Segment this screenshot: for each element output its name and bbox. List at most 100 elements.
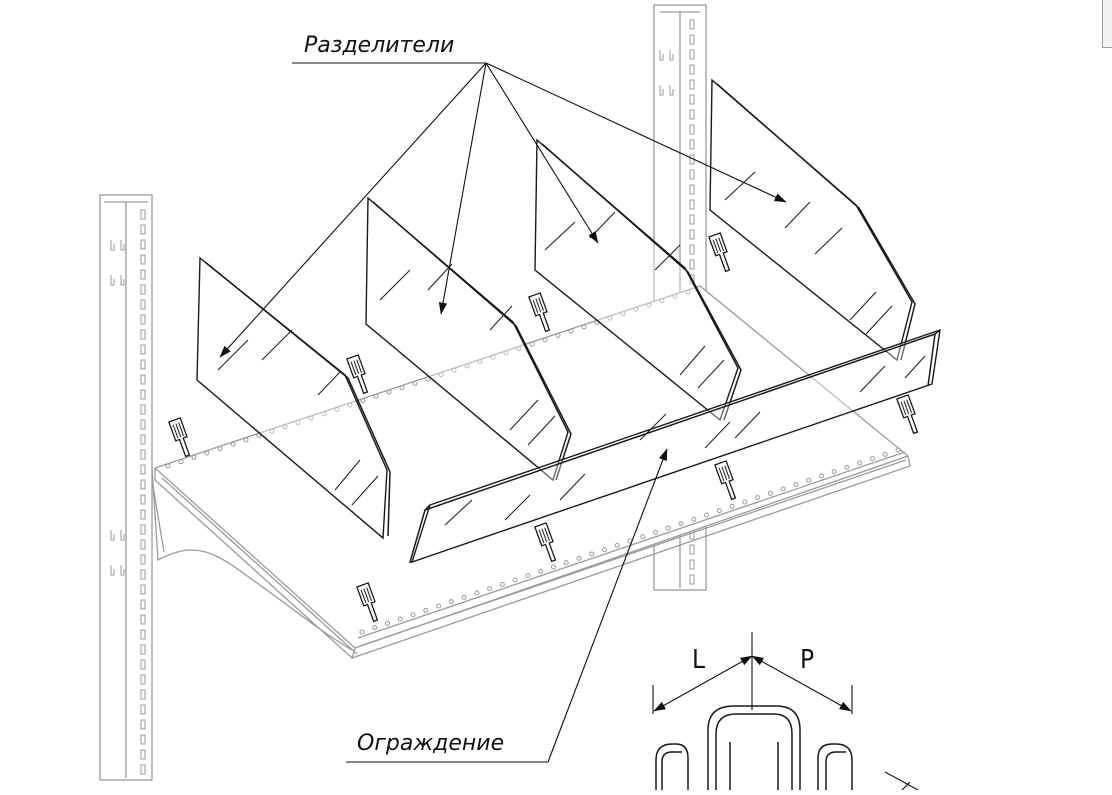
shelf-hole — [691, 516, 697, 522]
upright-hook — [110, 275, 115, 286]
divider-1 — [196, 256, 391, 540]
upright-slot — [140, 764, 146, 775]
upright-slot — [140, 254, 146, 265]
shelf-hole — [464, 363, 470, 369]
upright-slot — [140, 419, 146, 430]
shelf-hole — [678, 521, 684, 527]
upright-slot — [689, 559, 695, 570]
shelf-hole — [857, 460, 863, 466]
shelf-hole — [607, 315, 613, 321]
shelf-hole — [646, 302, 652, 308]
shelf-hole — [512, 577, 518, 583]
clip — [896, 394, 919, 435]
shelf-hole — [659, 298, 665, 304]
clip — [528, 292, 551, 333]
shelf-hole — [178, 459, 184, 465]
upright-slot — [689, 199, 695, 210]
upright-slot — [689, 19, 695, 30]
upright-slot — [689, 49, 695, 60]
upright-slot — [140, 449, 146, 460]
shelf-hole — [360, 398, 366, 404]
upright-slot — [140, 674, 146, 685]
upright-slot — [140, 539, 146, 550]
shelf-hole — [243, 437, 249, 443]
upright-slot — [140, 404, 146, 415]
upright-slot — [140, 749, 146, 760]
shelf-hole — [525, 573, 531, 579]
upright-slot — [140, 689, 146, 700]
shelf-hole — [165, 463, 171, 469]
upright-slot — [140, 659, 146, 670]
shelf-hole — [385, 620, 391, 626]
upright-hook — [659, 85, 664, 96]
upright-slot — [140, 584, 146, 595]
clip — [714, 460, 737, 501]
upright-slot — [689, 109, 695, 120]
upright-slot — [140, 554, 146, 565]
shelf-hole — [542, 337, 548, 343]
shelf-hole — [550, 564, 556, 570]
clip — [168, 417, 191, 458]
mounting-clips — [168, 232, 919, 623]
shelf-hole — [529, 341, 535, 347]
upright-slot — [140, 494, 146, 505]
shelf-hole — [672, 293, 678, 299]
shelf-hole — [334, 406, 340, 412]
upright-slot — [140, 479, 146, 490]
upright-slot — [140, 734, 146, 745]
shelf-hole — [882, 451, 888, 457]
upright-hook — [110, 565, 115, 576]
shelf-hole — [869, 456, 875, 462]
shelf-hole — [538, 568, 544, 574]
shelf-hole — [793, 482, 799, 488]
shelf-hole — [685, 289, 691, 295]
scrollbar[interactable] — [1102, 0, 1112, 48]
shelf-hole — [516, 346, 522, 352]
shelf-hole — [321, 411, 327, 417]
shelf-hole — [780, 486, 786, 492]
shelf-hole — [503, 350, 509, 356]
shelf-hole — [818, 473, 824, 479]
shelf-hole — [767, 490, 773, 496]
upright-slot — [689, 139, 695, 150]
shelf-hole — [372, 625, 378, 631]
clip — [534, 522, 557, 563]
shelf-hole — [438, 372, 444, 378]
shelf-hole — [308, 415, 314, 421]
shelf-hole — [436, 603, 442, 609]
upright-slot — [689, 34, 695, 45]
upright-hook — [669, 85, 674, 96]
shelf-hole — [844, 464, 850, 470]
upright-slot — [689, 169, 695, 180]
upright-slot — [140, 299, 146, 310]
shelf-hole — [412, 380, 418, 386]
upright-hook — [659, 50, 664, 61]
clip — [346, 354, 369, 395]
upright-hook — [669, 50, 674, 61]
shelf-hole — [601, 547, 607, 553]
upright-slot — [689, 544, 695, 555]
upright-slot — [140, 284, 146, 295]
shelf-hole — [448, 599, 454, 605]
shelf-hole — [386, 389, 392, 395]
shelf-hole — [563, 560, 569, 566]
shelf-hole — [217, 446, 223, 452]
divider-2 — [365, 196, 572, 482]
upright-slot — [140, 434, 146, 445]
upright-slot — [689, 229, 695, 240]
upright-slot — [140, 614, 146, 625]
dimension-detail — [652, 632, 919, 791]
dividers-label: Разделители — [304, 33, 454, 58]
shelf-hole — [568, 328, 574, 334]
shelf — [153, 285, 911, 660]
dimension-l-label: L — [692, 645, 705, 675]
shelf-hole — [410, 612, 416, 618]
upright-slot — [140, 524, 146, 535]
upright-slot — [140, 644, 146, 655]
shelf-hole — [576, 555, 582, 561]
upright-hook — [110, 530, 115, 541]
upright-slot — [140, 239, 146, 250]
upright-slot — [140, 269, 146, 280]
upright-left — [99, 194, 153, 781]
